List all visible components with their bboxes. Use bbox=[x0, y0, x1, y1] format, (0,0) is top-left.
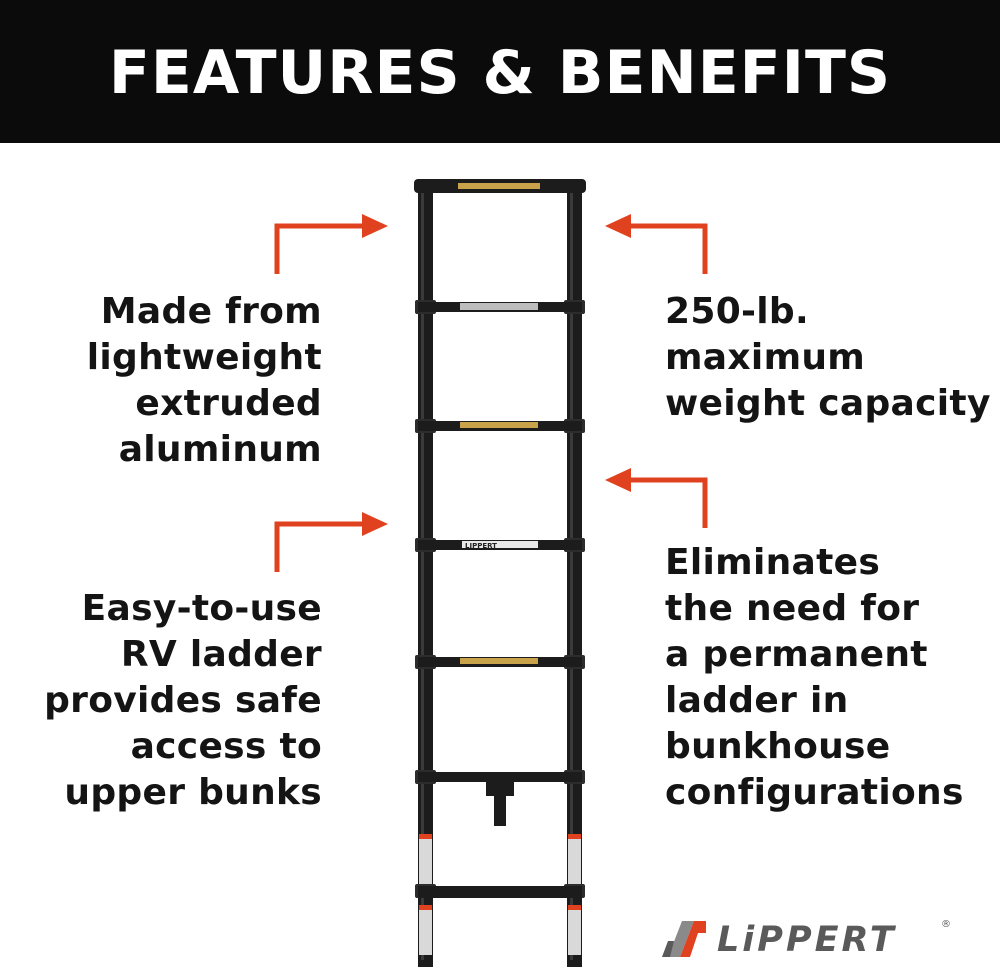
feature-line: the need for bbox=[665, 588, 920, 629]
feature-line: maximum bbox=[665, 337, 866, 378]
arrow-icon bbox=[362, 512, 388, 536]
feature-line: provides safe bbox=[44, 680, 322, 721]
feature-eliminates: Eliminates the need for a permanent ladd… bbox=[665, 540, 985, 816]
feature-line: Eliminates bbox=[665, 542, 881, 583]
arrow-icon bbox=[605, 468, 631, 492]
feature-line: 250-lb. bbox=[665, 291, 809, 332]
feature-lightweight: Made from lightweight extruded aluminum bbox=[40, 289, 322, 473]
feature-line: bunkhouse bbox=[665, 726, 891, 767]
feature-easy-to-use: Easy-to-use RV ladder provides safe acce… bbox=[40, 586, 322, 816]
page-title: FEATURES & BENEFITS bbox=[108, 38, 892, 108]
feature-line: access to bbox=[130, 726, 322, 767]
feature-capacity: 250-lb. maximum weight capacity bbox=[665, 289, 991, 427]
arrow-icon bbox=[362, 214, 388, 238]
arrow-icon bbox=[274, 223, 366, 274]
lippert-logo: LiPPERT ® bbox=[660, 915, 960, 965]
feature-line: extruded bbox=[135, 383, 322, 424]
feature-line: lightweight bbox=[86, 337, 322, 378]
lippert-logo-icon bbox=[662, 921, 706, 957]
feature-line: upper bunks bbox=[64, 772, 322, 813]
feature-line: aluminum bbox=[118, 429, 322, 470]
feature-line: RV ladder bbox=[120, 634, 322, 675]
arrow-icon bbox=[628, 477, 708, 528]
feature-line: ladder in bbox=[665, 680, 849, 721]
registered-mark: ® bbox=[941, 919, 951, 930]
arrow-icon bbox=[274, 521, 366, 572]
feature-line: configurations bbox=[665, 772, 964, 813]
feature-line: weight capacity bbox=[665, 383, 991, 424]
arrow-icon bbox=[605, 214, 631, 238]
feature-line: Easy-to-use bbox=[81, 588, 322, 629]
logo-wordmark: LiPPERT bbox=[717, 920, 897, 960]
rung-label: LIPPERT bbox=[465, 542, 497, 550]
feature-line: a permanent bbox=[665, 634, 928, 675]
header-banner: FEATURES & BENEFITS bbox=[0, 0, 1000, 143]
arrow-icon bbox=[628, 223, 708, 274]
feature-line: Made from bbox=[100, 291, 322, 332]
